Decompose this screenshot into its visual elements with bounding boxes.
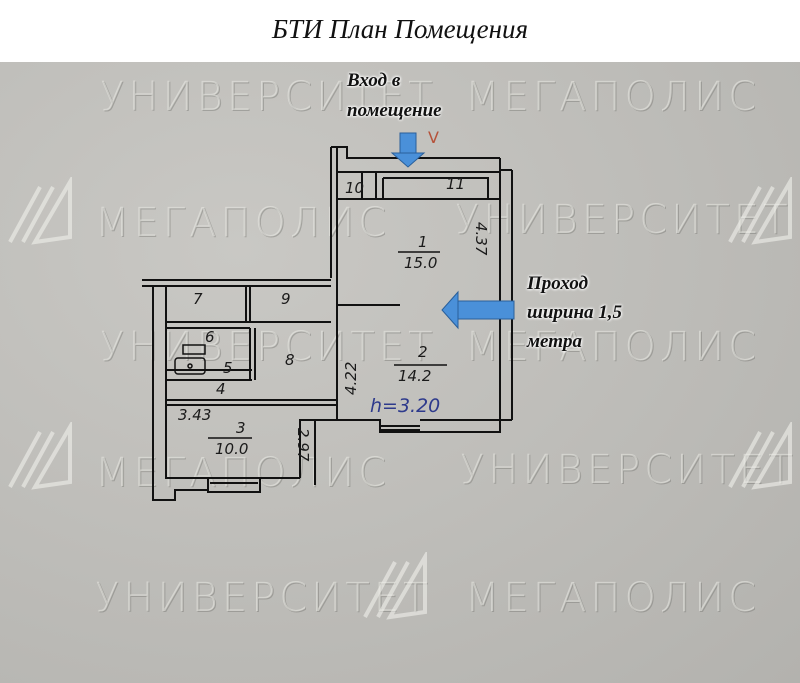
watermark-logo-icon: [728, 422, 792, 490]
room-area: 14.2: [398, 367, 431, 385]
room-number: 11: [446, 175, 465, 193]
entrance-arrow-icon: [390, 132, 426, 168]
watermark-logo-icon: [8, 177, 72, 245]
passage-arrow-icon: [441, 290, 515, 330]
room-number: 6: [205, 328, 215, 346]
dimension-label: 4.37: [472, 222, 490, 256]
entrance-label-line1: Вход в: [347, 70, 401, 91]
dimension-label: 2.97: [294, 428, 312, 462]
watermark-text: МЕГАПОЛИС: [95, 450, 391, 496]
dimension-label: 3.43: [178, 406, 211, 424]
room-area: 10.0: [215, 440, 248, 458]
watermark-text: МЕГАПОЛИС: [465, 324, 761, 370]
watermark-text: МЕГАПОЛИС: [465, 74, 761, 120]
watermark-logo-icon: [8, 422, 72, 490]
room-number: 8: [285, 351, 295, 369]
watermark-text: УНИВЕРСИТЕТ: [100, 74, 437, 120]
room-number: 10: [345, 179, 364, 197]
entrance-label-line2: помещение: [347, 100, 442, 121]
room-number: 2: [418, 343, 428, 361]
ceiling-height-label: h=3.20: [370, 395, 440, 417]
room-area: 15.0: [404, 254, 437, 272]
floor-plan-sheet: УНИВЕРСИТЕТ МЕГАПОЛИС МЕГАПОЛИС УНИВЕРСИ…: [0, 62, 800, 683]
room-number: 7: [193, 290, 203, 308]
watermark-logo-icon: [728, 177, 792, 245]
dimension-label: 4.22: [342, 362, 360, 395]
wall: [331, 146, 500, 159]
passage-label-line2: ширина 1,5: [527, 302, 623, 323]
room-number: 5: [223, 359, 233, 377]
room-number: 4: [216, 380, 226, 398]
watermark-text: МЕГАПОЛИС: [465, 575, 761, 621]
room-number: 9: [281, 290, 291, 308]
passage-label-line1: Проход: [527, 273, 589, 294]
watermark-text: УНИВЕРСИТЕТ: [95, 575, 432, 621]
page-title: БТИ План Помещения: [271, 14, 529, 44]
watermark-logo-icon: [363, 552, 427, 620]
watermark-text: УНИВЕРСИТЕТ: [100, 324, 437, 370]
check-mark: V: [428, 128, 439, 147]
room-number: 3: [236, 419, 246, 437]
passage-label-line3: метра: [527, 331, 582, 352]
room-number: 1: [418, 233, 428, 251]
